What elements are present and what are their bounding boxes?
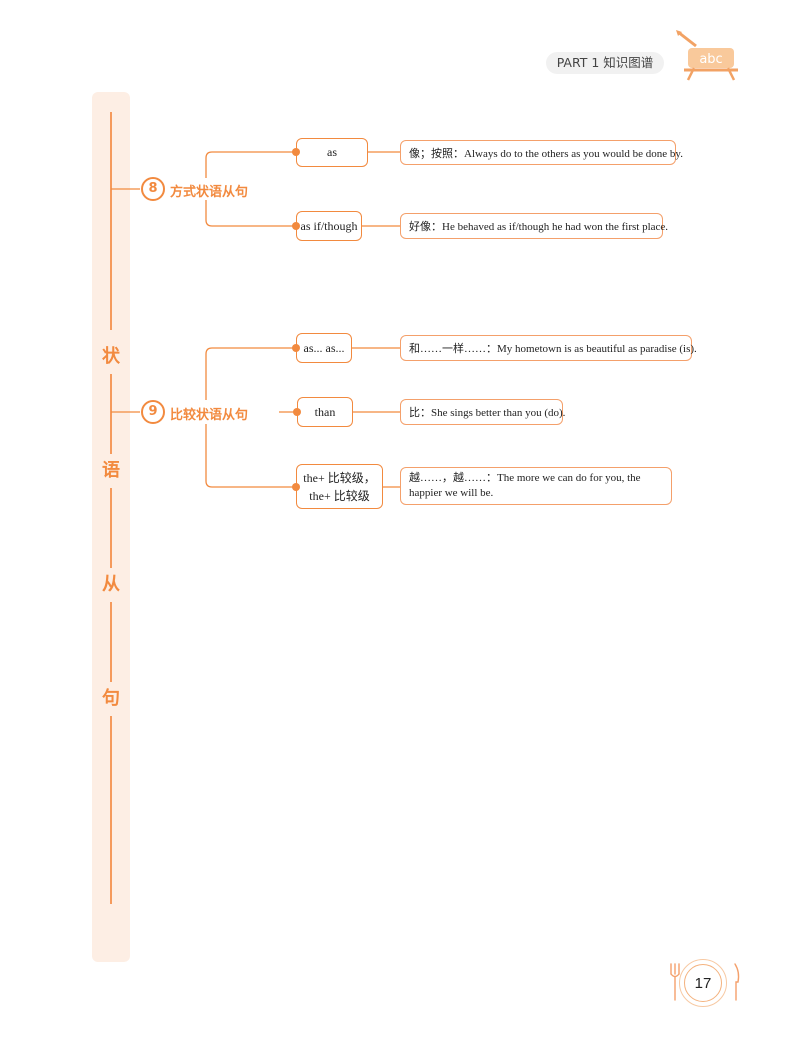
node-as: as [296, 138, 368, 167]
example-as: 像；按照：Always do to the others as you woul… [400, 140, 683, 165]
sidebar-char-2: 语 [102, 460, 120, 481]
part-label: PART 1 知识图谱 [546, 52, 664, 74]
example-the-comparative: 越……，越……：The more we can do for you, the … [400, 467, 672, 505]
topic-number-9: 9 [141, 400, 165, 424]
sidebar-char-3: 从 [102, 574, 120, 595]
node-bullet [292, 222, 300, 230]
sidebar-divider [110, 374, 112, 454]
node-than: than [297, 397, 353, 427]
topic-title-comparison-clause: 比较状语从句 [170, 408, 249, 423]
node-line-1: the+ 比较级， [303, 470, 376, 485]
node-as-as: as... as... [296, 333, 352, 363]
node-bullet [292, 344, 300, 352]
sidebar-divider [110, 716, 112, 904]
abc-board-icon: abc [674, 30, 744, 82]
knife-icon [734, 963, 740, 1001]
node-the-comparative: the+ 比较级， the+ 比较级 [296, 464, 383, 509]
node-bullet [292, 483, 300, 491]
fork-icon [670, 963, 680, 1001]
sidebar-divider [110, 112, 112, 330]
node-bullet [293, 408, 301, 416]
example-as-if-though: 好像：He behaved as if/though he had won th… [400, 213, 668, 239]
example-as-as: 和……一样……：My hometown is as beautiful as p… [400, 335, 697, 361]
topic-number-8: 8 [141, 177, 165, 201]
topic-title-manner-clause: 方式状语从句 [170, 185, 249, 200]
sidebar-divider [110, 602, 112, 682]
page-number: 17 [684, 964, 722, 1002]
node-bullet [292, 148, 300, 156]
sidebar-char-1: 状 [102, 346, 120, 367]
example-than: 比：She sings better than you (do). [400, 399, 565, 425]
node-as-if-though: as if/though [296, 211, 362, 241]
sidebar-divider [110, 488, 112, 568]
abc-badge-text: abc [699, 52, 722, 67]
node-line-2: the+ 比较级 [309, 488, 370, 503]
plate-icon [679, 959, 727, 1007]
sidebar-char-4: 句 [102, 688, 120, 709]
